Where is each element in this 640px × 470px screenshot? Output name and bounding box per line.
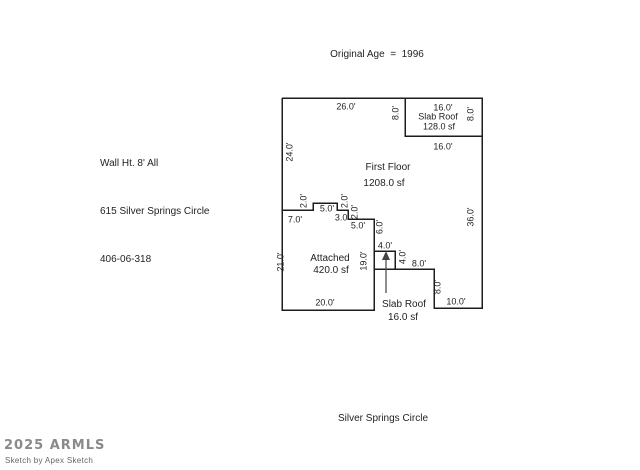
first-floor-name: First Floor xyxy=(365,162,411,173)
address-label: 615 Silver Springs Circle xyxy=(100,206,210,217)
dim-notch-depth: 8.0' xyxy=(432,279,443,295)
apex-sketch-credit: Sketch by Apex Sketch xyxy=(5,456,94,465)
original-age-label: Original Age = 1996 xyxy=(330,49,424,60)
dim-notch-width: 8.0' xyxy=(411,258,427,269)
dim-garage-border: 6.0' xyxy=(374,219,385,235)
dim-lower-step: 5.0' xyxy=(350,220,366,231)
dim-bump-right-down: 2.0' xyxy=(339,193,350,209)
slab-roof-small-area: 16.0 sf xyxy=(387,312,419,323)
dim-bump-width: 5.0' xyxy=(319,203,335,214)
slab-roof-top-area: 128.0 sf xyxy=(422,121,456,132)
dim-left-step: 7.0' xyxy=(287,214,303,225)
small-slab-roof-box xyxy=(374,250,396,269)
dim-slab-right-depth: 8.0' xyxy=(465,106,476,122)
dim-top-first-floor: 26.0' xyxy=(336,101,356,112)
slab-roof-pointer-arrow xyxy=(382,251,390,293)
dim-slab-top-width: 16.0' xyxy=(433,102,453,113)
slab-roof-divider xyxy=(404,98,482,137)
attached-area: 420.0 sf xyxy=(313,265,349,276)
dim-mid-step: 3.0' xyxy=(334,212,350,223)
dim-slab-left-depth: 8.0' xyxy=(390,105,401,121)
dim-small-box-right: 4.0' xyxy=(397,249,408,265)
dim-attached-left: 21.0' xyxy=(275,252,286,272)
dim-below-slab-width: 16.0' xyxy=(433,141,453,152)
dim-left-upper: 24.0' xyxy=(284,142,295,162)
street-label: Silver Springs Circle xyxy=(337,413,429,424)
dim-step-down-2: 2.0' xyxy=(349,204,360,220)
dim-right-side: 36.0' xyxy=(465,207,476,227)
dim-step-up-left: 2.0' xyxy=(298,193,309,209)
attached-name: Attached xyxy=(310,253,350,264)
first-floor-area: 1208.0 sf xyxy=(363,178,405,189)
wall-height-label: Wall Ht. 8' All xyxy=(100,158,159,169)
dim-small-box-top: 4.0' xyxy=(377,240,393,251)
dim-bottom-right-width: 10.0' xyxy=(446,296,466,307)
armls-watermark: 2025 ARMLS xyxy=(4,438,106,453)
wall-outline xyxy=(281,97,483,311)
slab-roof-small-name: Slab Roof xyxy=(382,299,426,310)
property-info-block: Wall Ht. 8' All 615 Silver Springs Circl… xyxy=(100,124,210,300)
slab-roof-top-name: Slab Roof xyxy=(418,111,458,122)
parcel-number-label: 406-06-318 xyxy=(100,254,152,265)
dim-attached-right: 19.0' xyxy=(358,251,369,271)
dim-attached-bottom: 20.0' xyxy=(315,297,335,308)
